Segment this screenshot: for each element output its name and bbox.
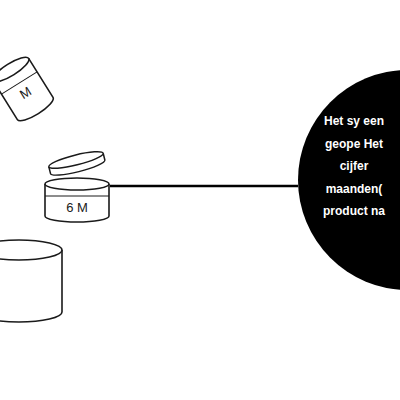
- open-jar: 6 M: [45, 178, 109, 222]
- jar-lid: [48, 148, 106, 178]
- circle-fill: [298, 70, 400, 290]
- jar-rim: [0, 53, 32, 85]
- closed-jar: [0, 240, 62, 322]
- info-circle: Het sy een geope Het cijfer maanden( pro…: [298, 70, 400, 290]
- jar-band: [45, 196, 109, 197]
- circle-outline: [298, 70, 400, 290]
- jar-rim: [45, 178, 109, 190]
- connector-line: [110, 185, 298, 188]
- jar-label: 6 M: [47, 200, 107, 216]
- info-text: Het sy een geope Het cijfer maanden( pro…: [314, 110, 394, 223]
- tilted-jar: M: [0, 53, 56, 124]
